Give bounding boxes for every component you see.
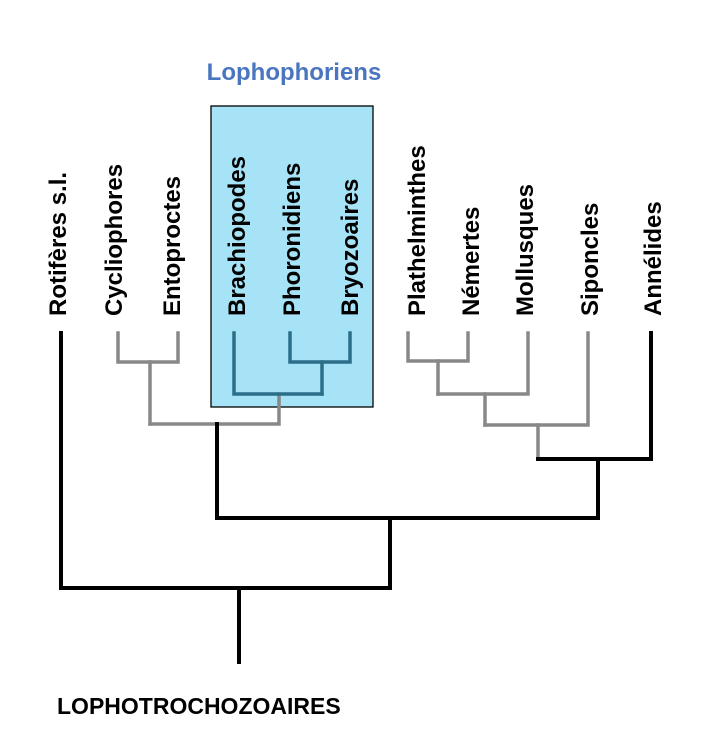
taxon-label-nemertes: Némertes — [458, 207, 485, 316]
taxon-label-siponcles: Siponcles — [577, 203, 604, 316]
branch-lophophorates-trochozoa-join — [215, 422, 600, 520]
main-branches — [59, 331, 653, 664]
branch-phoronidiens-bryozoaires — [288, 331, 352, 364]
lophophoriens-title: Lophophoriens — [207, 59, 382, 86]
taxon-label-plathelminthes: Plathelminthes — [404, 145, 431, 316]
taxon-label-entoproctes: Entoproctes — [159, 176, 186, 316]
branch-brachiopodes-join — [232, 331, 324, 396]
lophotrochozoaires-title: LOPHOTROCHOZOAIRES — [57, 693, 341, 719]
branch-rotiferes-join — [59, 331, 392, 590]
taxon-labels: Rotifères s.l. Cycliophores Entoproctes … — [45, 145, 667, 316]
taxon-label-brachiopodes: Brachiopodes — [224, 156, 251, 316]
branch-annelides-join — [536, 331, 653, 461]
taxon-label-cycliophores: Cycliophores — [101, 164, 128, 316]
branch-mollusques-join — [436, 331, 530, 396]
taxon-label-bryozoaires: Bryozoaires — [337, 179, 364, 316]
branch-cycliophores-entoproctes — [116, 331, 180, 364]
branch-plathelminthes-nemertes — [406, 331, 470, 363]
branch-siponcles-join — [483, 331, 590, 427]
taxon-label-annelides: Annélides — [640, 201, 667, 316]
lophophoriens-highlight-box — [210, 105, 374, 408]
branch-entoprocta-lophophorata-join — [148, 392, 281, 426]
taxon-label-mollusques: Mollusques — [512, 184, 539, 316]
faded-branches — [116, 331, 590, 460]
lophophoriens-branches — [232, 331, 352, 396]
taxon-label-phoronidiens: Phoronidiens — [279, 163, 306, 316]
taxon-label-rotiferes: Rotifères s.l. — [45, 172, 72, 316]
